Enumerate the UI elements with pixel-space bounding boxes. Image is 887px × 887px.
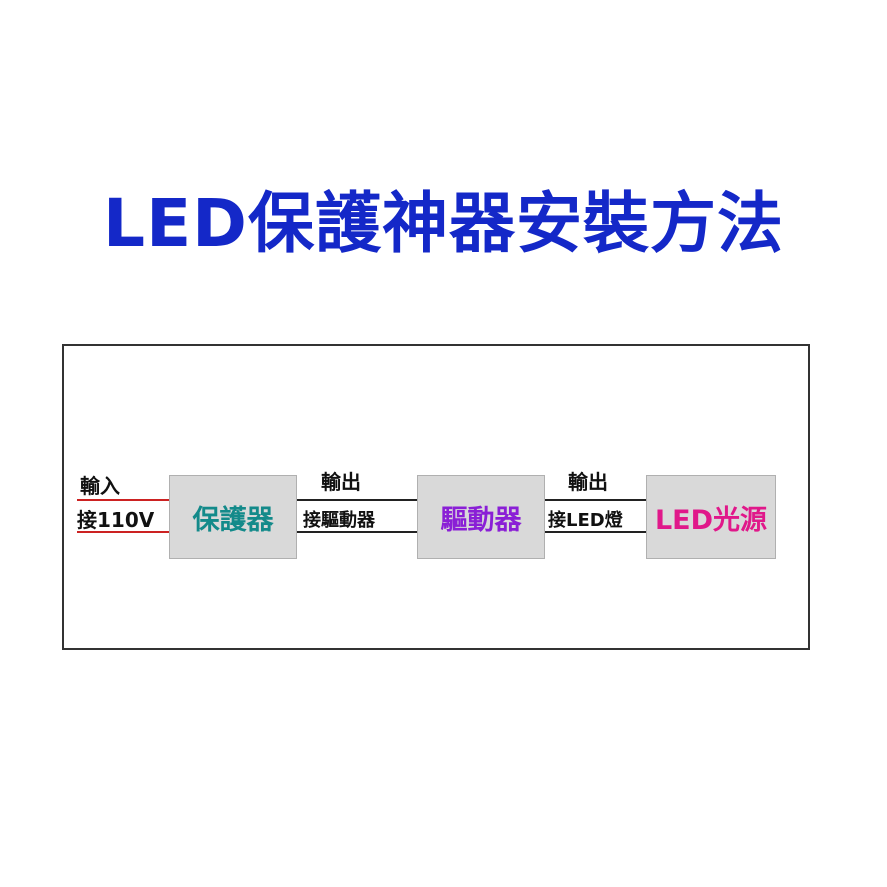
input-top-label: 輸入 xyxy=(80,474,120,498)
protector-box: 保護器 xyxy=(169,475,297,559)
led-source-label: LED光源 xyxy=(654,504,768,536)
input-bottom-label: 接110V xyxy=(77,508,155,532)
link1-wire-top xyxy=(297,499,417,501)
link2-top-label: 輸出 xyxy=(568,470,608,494)
link2-wire-bottom xyxy=(545,531,646,533)
driver-label: 驅動器 xyxy=(440,504,522,536)
link1-wire-bottom xyxy=(297,531,417,533)
protector-label: 保護器 xyxy=(192,504,274,536)
input-wire-bottom xyxy=(77,531,169,533)
link2-bottom-label: 接LED燈 xyxy=(548,510,623,531)
link2-wire-top xyxy=(545,499,646,501)
input-wire-top xyxy=(77,499,169,501)
driver-box: 驅動器 xyxy=(417,475,545,559)
link1-top-label: 輸出 xyxy=(321,470,361,494)
link1-bottom-label: 接驅動器 xyxy=(303,510,375,531)
wiring-diagram: 輸入 接110V 保護器 輸出 接驅動器 驅動器 輸出 接LED燈 LED光源 xyxy=(62,344,810,650)
page-title: LED保護神器安裝方法 xyxy=(103,185,784,262)
led-source-box: LED光源 xyxy=(646,475,776,559)
